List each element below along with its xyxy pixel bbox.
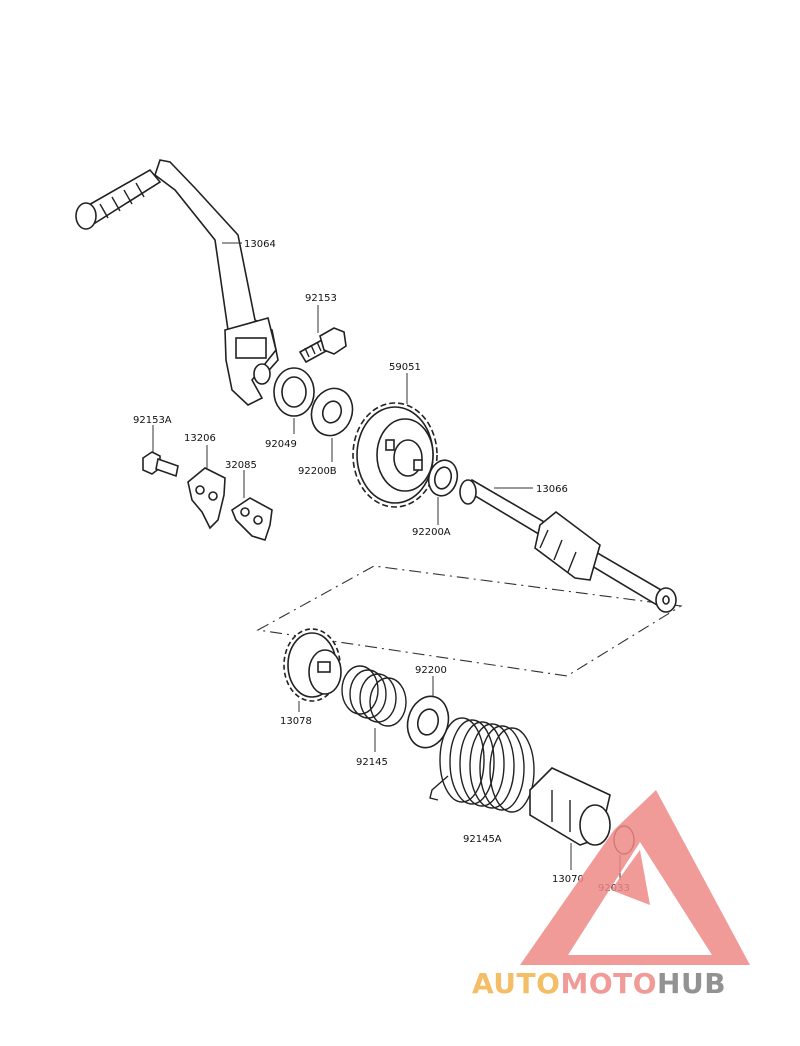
watermark-triangle	[520, 790, 750, 965]
label-13078: 13078	[280, 716, 312, 727]
watermark-inner-triangle	[611, 850, 650, 905]
label-92049: 92049	[265, 439, 297, 450]
watermark-text-auto: AUTO	[472, 967, 560, 1000]
spring-92145	[341, 665, 407, 727]
label-13070: 13070	[552, 874, 584, 885]
bolt-92153a	[142, 451, 179, 478]
label-13064: 13064	[244, 239, 276, 250]
leader-lines	[152, 242, 621, 880]
plate-13206	[187, 467, 226, 530]
label-13206: 13206	[184, 433, 216, 444]
pinion-13078	[283, 628, 342, 702]
plate-32085	[231, 497, 273, 541]
oil-seal-92049	[273, 367, 315, 417]
kick-shaft-13066	[459, 479, 677, 613]
label-92145a: 92145A	[463, 834, 502, 845]
svg-text:AUTOMOTOHUB: AUTOMOTOHUB	[472, 967, 726, 1000]
label-92200b: 92200B	[298, 466, 337, 477]
subassembly-boundary	[256, 565, 683, 677]
label-92200: 92200	[415, 665, 447, 676]
label-92153a: 92153A	[133, 415, 172, 426]
watermark-logo: AUTOMOTOHUB	[472, 790, 750, 1000]
watermark-text-hub: HUB	[657, 967, 726, 1000]
label-32085: 32085	[225, 460, 257, 471]
label-92145: 92145	[356, 757, 388, 768]
watermark-text-moto: MOTO	[560, 967, 657, 1000]
label-59051: 59051	[389, 362, 421, 373]
label-92200a: 92200A	[412, 527, 451, 538]
label-13066: 13066	[536, 484, 568, 495]
kick-pedal-13064	[75, 159, 279, 406]
label-92153: 92153	[305, 293, 337, 304]
kick-gear-59051	[352, 402, 438, 508]
bolt-92153	[298, 327, 347, 364]
washer-92200a	[427, 459, 459, 497]
ratchet-13070	[529, 767, 611, 846]
washer-92200b	[310, 387, 354, 437]
spring-92145a	[429, 717, 535, 813]
washer-92200	[406, 695, 450, 749]
